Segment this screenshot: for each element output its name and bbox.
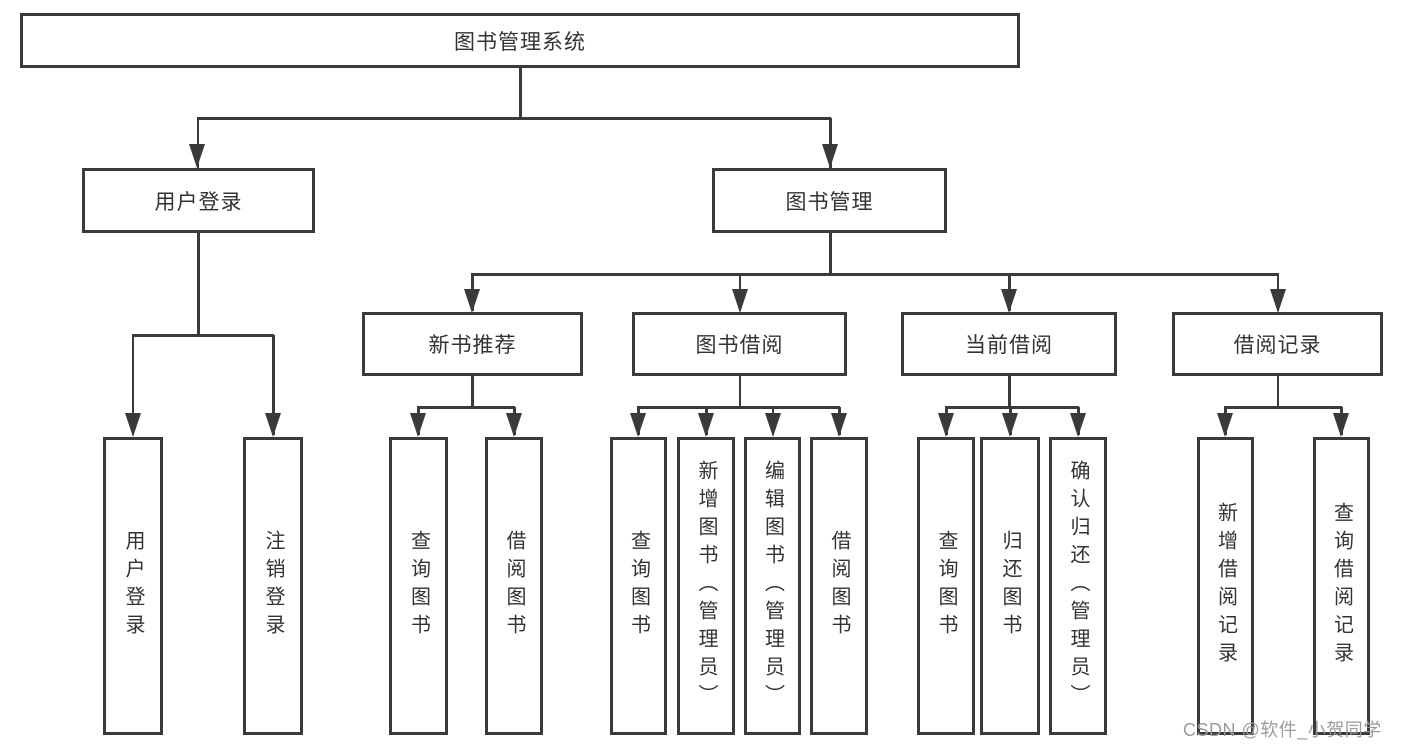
arrow-down-icon [698,413,714,437]
leaf-add-book-admin-label: 新增图书（管理员） [695,460,717,712]
node-book-management-label: 图书管理 [785,190,874,214]
connector-book-management-branch [471,273,1279,276]
connector-borrow-record-stem [1276,376,1279,408]
node-user-login-label: 用户登录 [154,190,243,214]
leaf-add-borrow-record-label: 新增借阅记录 [1214,502,1237,670]
leaf-logout-label: 注销登录 [262,530,284,642]
leaf-query-borrow-record-label: 查询借阅记录 [1330,502,1353,670]
leaf-borrow-book-label: 借阅图书 [828,530,850,642]
connector-root-stem [519,68,522,118]
node-book-borrow-label: 图书借阅 [695,334,784,357]
leaf-add-book-admin: 新增图书（管理员） [677,437,735,735]
node-book-borrow: 图书借阅 [632,312,847,376]
connector-book-management-stem [829,233,832,275]
leaf-logout: 注销登录 [243,437,303,735]
node-new-book-recommend: 新书推荐 [362,312,583,376]
leaf-confirm-return-admin: 确认归还（管理员） [1049,437,1107,735]
connector-book-borrow-stem [738,376,741,408]
leaf-query-borrow-record: 查询借阅记录 [1313,437,1370,735]
leaf-borrow-book-recommend: 借阅图书 [485,437,543,735]
arrow-down-icon [410,413,426,437]
arrow-down-icon [938,413,954,437]
leaf-borrow-book: 借阅图书 [810,437,868,735]
node-new-book-recommend-label: 新书推荐 [428,334,517,357]
node-borrow-record-label: 借阅记录 [1233,334,1322,357]
connector-user-login-branch [132,334,274,337]
arrow-down-icon [731,289,748,313]
connector-stub-leaf-logout [272,335,275,435]
arrow-down-icon [1001,289,1017,313]
arrow-down-icon [822,144,838,168]
leaf-query-book-recommend: 查询图书 [389,437,448,735]
arrow-down-icon [506,413,522,437]
connector-book-borrow-branch [637,406,840,409]
arrow-down-icon [1002,413,1018,437]
node-current-borrow: 当前借阅 [901,312,1117,376]
connector-root-branch [197,117,831,120]
node-book-management: 图书管理 [712,168,947,233]
watermark: CSDN @软件_小贺同学 [1183,720,1382,740]
leaf-query-book-current: 查询图书 [917,437,975,735]
arrow-down-icon [1070,413,1086,437]
arrow-down-icon [831,413,847,437]
arrow-down-icon [189,144,205,168]
connector-stub-book-management [829,118,832,168]
arrow-down-icon [1269,289,1286,313]
connector-stub-leaf-user-login [131,335,134,435]
leaf-confirm-return-admin-label: 确认归还（管理员） [1067,460,1089,712]
leaf-edit-book-admin: 编辑图书（管理员） [744,437,801,735]
arrow-down-icon [764,413,781,437]
arrow-down-icon [1217,413,1233,437]
node-root-system: 图书管理系统 [20,13,1020,68]
connector-new-book-branch [417,406,515,409]
arrow-down-icon [265,413,281,437]
node-current-borrow-label: 当前借阅 [965,334,1053,357]
leaf-return-book-label: 归还图书 [999,530,1021,642]
arrow-down-icon [464,289,480,313]
leaf-query-book-borrow-label: 查询图书 [627,530,650,642]
leaf-user-login: 用户登录 [103,437,163,735]
leaf-query-book-current-label: 查询图书 [935,530,957,642]
leaf-query-book-borrow: 查询图书 [610,437,667,735]
node-user-login: 用户登录 [82,168,315,233]
arrow-down-icon [630,413,646,437]
leaf-return-book: 归还图书 [980,437,1040,735]
connector-current-borrow-stem [1008,376,1011,408]
leaf-edit-book-admin-label: 编辑图书（管理员） [761,460,784,712]
connector-borrow-record-branch [1224,406,1342,409]
arrow-down-icon [1333,413,1349,437]
connector-user-login-stem [197,233,200,336]
node-borrow-record: 借阅记录 [1172,312,1383,376]
arrow-down-icon [125,413,141,437]
connector-stub-user-login [196,118,199,168]
connector-current-borrow-branch [945,406,1079,409]
leaf-add-borrow-record: 新增借阅记录 [1197,437,1254,735]
node-root-label: 图书管理系统 [454,30,586,54]
leaf-query-book-recommend-label: 查询图书 [407,530,430,642]
leaf-user-login-label: 用户登录 [122,530,144,642]
leaf-borrow-book-recommend-label: 借阅图书 [503,530,525,642]
connector-new-book-stem [471,376,474,408]
